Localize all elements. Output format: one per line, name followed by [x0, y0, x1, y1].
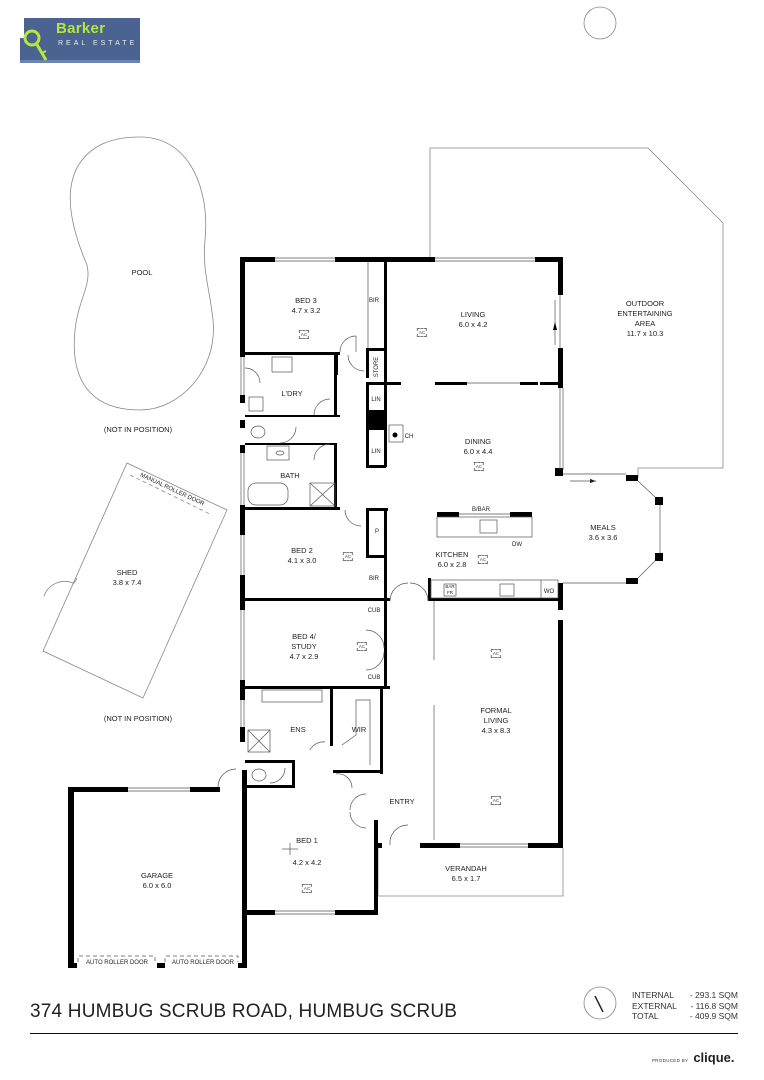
kitchen-label: KITCHEN [435, 550, 469, 559]
area-row-total: TOTAL - 409.9 SQM [632, 1011, 738, 1021]
key-icon [20, 18, 48, 61]
bed3-size: 4.7 x 3.2 [291, 306, 321, 315]
outdoor-area-outline [429, 147, 724, 478]
ch-label: CH [404, 434, 414, 440]
bath-label: BATH [280, 471, 300, 480]
ac-icon: AC [301, 884, 313, 893]
pool-outline [69, 136, 214, 411]
bed4-label-2: STUDY [291, 642, 317, 651]
bed2-size: 4.1 x 3.0 [287, 556, 317, 565]
cub-label-1: CUB [367, 608, 381, 614]
dining-label: DINING [464, 437, 492, 446]
producer-logo: clique. [693, 1050, 735, 1065]
bed1-label: BED 1 [296, 836, 318, 845]
bed4-label-1: BED 4/ [292, 632, 316, 641]
ac-icon: AC [490, 796, 502, 805]
area-summary: INTERNAL - 293.1 SQM EXTERNAL - 116.8 SQ… [632, 990, 738, 1022]
wir-label: WIR [351, 725, 367, 734]
ensuite-label: ENS [290, 725, 306, 734]
outdoor-label-1: OUTDOOR [625, 299, 665, 308]
cub-label-2: CUB [367, 675, 381, 681]
garage-label: GARAGE [140, 871, 174, 880]
floor-plan [42, 6, 724, 968]
verandah-size: 6.5 x 1.7 [451, 874, 481, 883]
lin-label-2: LIN [371, 449, 381, 455]
ac-icon: AC [342, 552, 354, 561]
bbar-label: B/BAR [471, 507, 491, 513]
property-address: 374 HUMBUG SCRUB ROAD, HUMBUG SCRUB [30, 1001, 458, 1022]
ac-icon: AC [490, 649, 502, 658]
shed-outline [42, 462, 228, 699]
ac-icon: AC [416, 328, 428, 337]
wo-label: WO [543, 589, 555, 595]
meals-size: 3.6 x 3.6 [588, 533, 618, 542]
entry-label: ENTRY [389, 797, 415, 806]
shed-label: SHED [116, 568, 138, 577]
outdoor-label-2: ENTERTAINING [617, 309, 673, 318]
outdoor-label-3: AREA [634, 319, 656, 328]
produced-by: PRODUCED BY clique. [652, 1050, 735, 1065]
bed2-label: BED 2 [291, 546, 313, 555]
dining-size: 6.0 x 4.4 [463, 447, 493, 456]
pool-note: (NOT IN POSITION) [103, 425, 173, 434]
bed3-label: BED 3 [295, 296, 317, 305]
shed-note: (NOT IN POSITION) [103, 714, 173, 723]
footer-divider [30, 1033, 738, 1034]
outdoor-size: 11.7 x 10.3 [626, 329, 664, 338]
ac-icon: AC [473, 462, 485, 471]
pool-label: POOL [131, 268, 153, 277]
bed4-size: 4.7 x 2.9 [289, 652, 319, 661]
bed1-size: 4.2 x 4.2 [292, 858, 322, 867]
formal-living-size: 4.3 x 8.3 [481, 726, 511, 735]
lin-label-1: LIN [371, 397, 381, 403]
meals-label: MEALS [590, 523, 616, 532]
garage-door-right: AUTO ROLLER DOOR [172, 960, 234, 966]
formal-living-label-2: LIVING [483, 716, 509, 725]
bir-label: BIR [368, 298, 380, 304]
area-row-internal: INTERNAL - 293.1 SQM [632, 990, 738, 1000]
garage-door-left: AUTO ROLLER DOOR [86, 960, 148, 966]
ac-icon: AC [477, 555, 489, 564]
laundry-label: L'DRY [281, 389, 303, 398]
kitchen-size: 6.0 x 2.8 [437, 560, 467, 569]
dw-label: DW [512, 542, 522, 548]
ac-icon: AC [356, 642, 368, 651]
north-compass-icon [583, 986, 617, 1020]
produced-by-label: PRODUCED BY [652, 1058, 689, 1063]
area-row-external: EXTERNAL - 116.8 SQM [632, 1000, 738, 1011]
barker-logo: Barker REAL ESTATE [20, 18, 140, 63]
logo-subtitle: REAL ESTATE [58, 40, 138, 47]
living-size: 6.0 x 4.2 [458, 320, 488, 329]
bir-label-2: BIR [368, 576, 380, 582]
living-label: LIVING [460, 310, 486, 319]
garage-size: 6.0 x 6.0 [142, 881, 172, 890]
ac-icon: AC [298, 330, 310, 339]
logo-brand: Barker [56, 20, 106, 37]
pantry-label: P [374, 529, 380, 535]
store-label: STORE [374, 356, 380, 378]
formal-living-label-1: FORMAL [480, 706, 512, 715]
shed-size: 3.8 x 7.4 [112, 578, 142, 587]
verandah-label: VERANDAH [445, 864, 487, 873]
